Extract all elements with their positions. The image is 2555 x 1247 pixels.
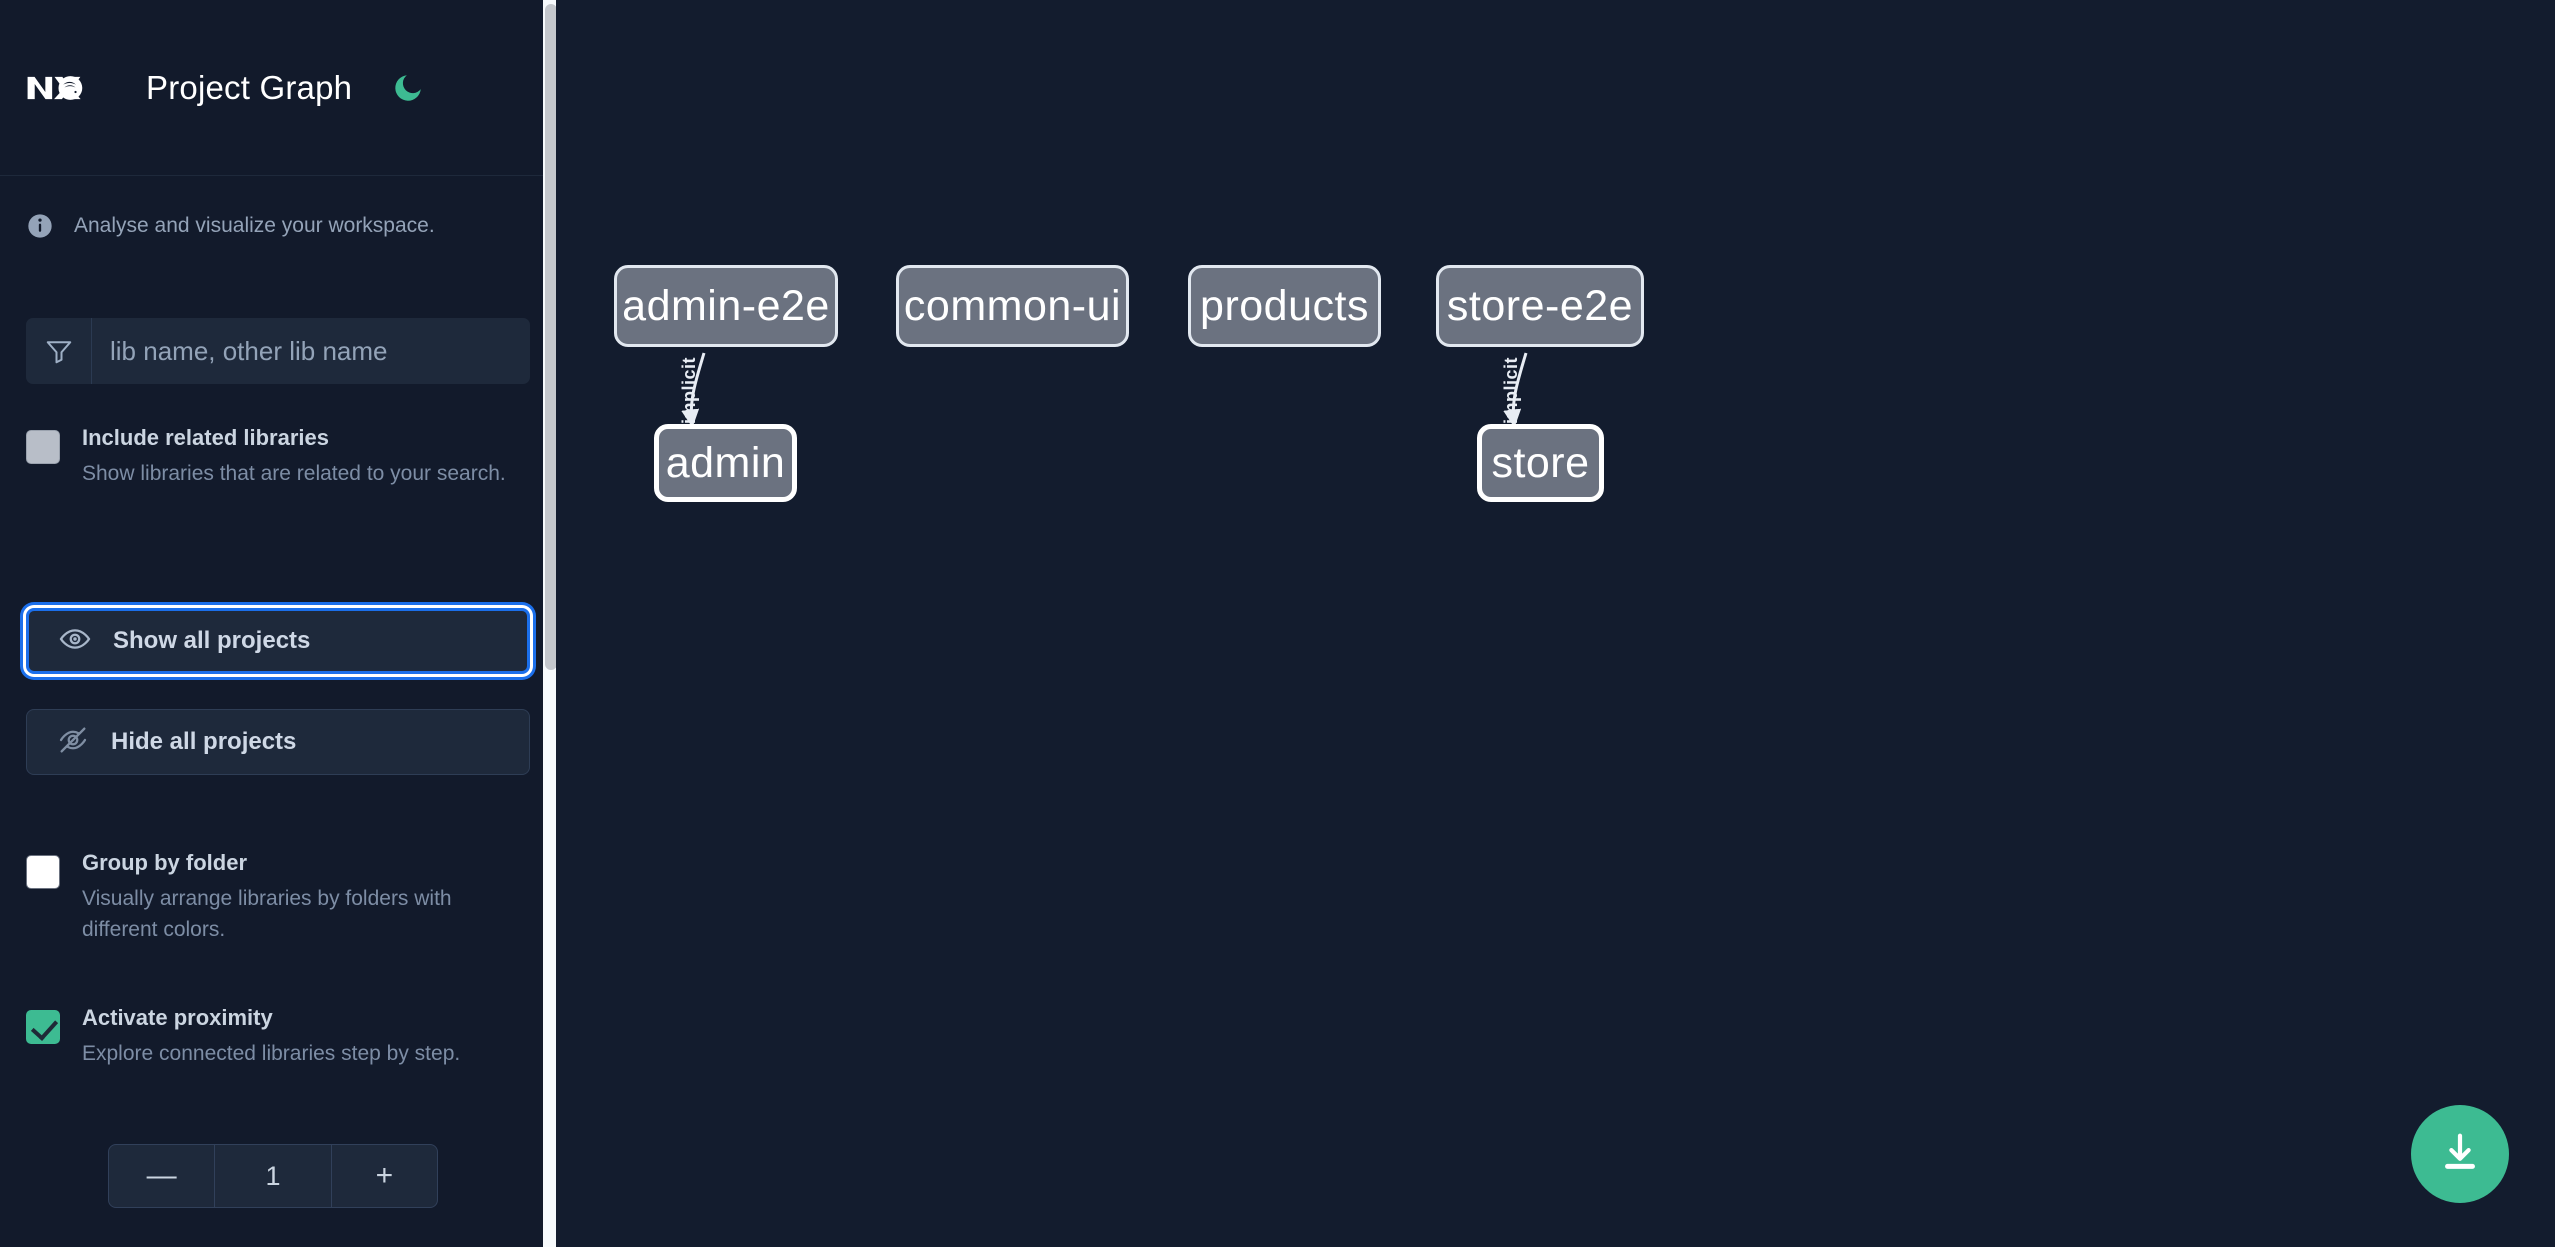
activate-proximity-checkbox[interactable] bbox=[26, 1010, 60, 1044]
graph-node-label: admin-e2e bbox=[622, 281, 830, 330]
option-include-related-libraries[interactable]: Include related libraries Show libraries… bbox=[26, 425, 530, 489]
graph-node-products[interactable]: products bbox=[1188, 265, 1381, 347]
moon-icon[interactable] bbox=[388, 68, 428, 108]
stepper-increment-button[interactable]: + bbox=[375, 1159, 394, 1192]
option-texts: Group by folder Visually arrange librari… bbox=[82, 850, 530, 946]
edge-label-implicit-store: implicit bbox=[1501, 356, 1522, 425]
page-title: Project Graph bbox=[146, 68, 353, 106]
filter-field[interactable] bbox=[26, 318, 530, 384]
graph-canvas[interactable]: admin-e2e common-ui products store-e2e a… bbox=[556, 0, 2555, 1247]
graph-node-common-ui[interactable]: common-ui bbox=[896, 265, 1129, 347]
option-title: Activate proximity bbox=[82, 1005, 273, 1030]
info-icon bbox=[26, 212, 54, 240]
search-input[interactable] bbox=[92, 318, 530, 384]
option-title: Include related libraries bbox=[82, 425, 329, 450]
group-by-folder-checkbox[interactable] bbox=[26, 855, 60, 889]
funnel-icon bbox=[26, 318, 92, 384]
graph-node-label: admin bbox=[665, 438, 786, 487]
sidebar-scrollbar-thumb[interactable] bbox=[545, 4, 556, 670]
proximity-stepper[interactable]: — 1 + bbox=[108, 1144, 438, 1208]
option-description: Visually arrange libraries by folders wi… bbox=[82, 887, 452, 942]
show-all-projects-label: Show all projects bbox=[113, 627, 311, 654]
stepper-decrement-button[interactable]: — bbox=[146, 1159, 177, 1192]
hide-all-projects-button[interactable]: Hide all projects bbox=[26, 709, 530, 775]
hide-all-projects-label: Hide all projects bbox=[111, 728, 297, 755]
tagline-text: Analyse and visualize your workspace. bbox=[74, 214, 435, 237]
graph-node-label: products bbox=[1200, 281, 1369, 330]
eye-icon bbox=[59, 623, 91, 660]
option-group-by-folder[interactable]: Group by folder Visually arrange librari… bbox=[26, 850, 530, 946]
download-icon bbox=[2437, 1130, 2483, 1179]
option-description: Show libraries that are related to your … bbox=[82, 462, 506, 486]
include-related-libraries-checkbox[interactable] bbox=[26, 430, 60, 464]
graph-node-label: common-ui bbox=[903, 281, 1122, 330]
download-button[interactable] bbox=[2411, 1105, 2509, 1203]
tagline: Analyse and visualize your workspace. bbox=[0, 176, 556, 276]
graph-node-store-e2e[interactable]: store-e2e bbox=[1436, 265, 1644, 347]
sidebar-header: Project Graph bbox=[0, 0, 556, 176]
sidebar: Project Graph Analyse and visualize your… bbox=[0, 0, 556, 1247]
eye-off-icon bbox=[57, 724, 89, 761]
sidebar-scrollbar[interactable] bbox=[543, 0, 556, 1247]
show-all-projects-button[interactable]: Show all projects bbox=[26, 608, 530, 674]
stepper-value: 1 bbox=[214, 1145, 332, 1207]
graph-node-admin[interactable]: admin bbox=[654, 424, 797, 502]
graph-node-label: store bbox=[1491, 438, 1590, 487]
graph-node-store[interactable]: store bbox=[1477, 424, 1604, 502]
sidebar-content: Project Graph Analyse and visualize your… bbox=[0, 0, 556, 1247]
option-texts: Include related libraries Show libraries… bbox=[82, 425, 506, 489]
edge-label-implicit-admin: implicit bbox=[679, 356, 700, 425]
nx-logo-icon bbox=[26, 56, 110, 120]
option-activate-proximity[interactable]: Activate proximity Explore connected lib… bbox=[26, 1005, 530, 1069]
option-description: Explore connected libraries step by step… bbox=[82, 1042, 461, 1066]
option-title: Group by folder bbox=[82, 850, 247, 875]
graph-node-label: store-e2e bbox=[1446, 281, 1634, 330]
graph-node-admin-e2e[interactable]: admin-e2e bbox=[614, 265, 838, 347]
graph-edges bbox=[681, 352, 1528, 428]
option-texts: Activate proximity Explore connected lib… bbox=[82, 1005, 460, 1069]
